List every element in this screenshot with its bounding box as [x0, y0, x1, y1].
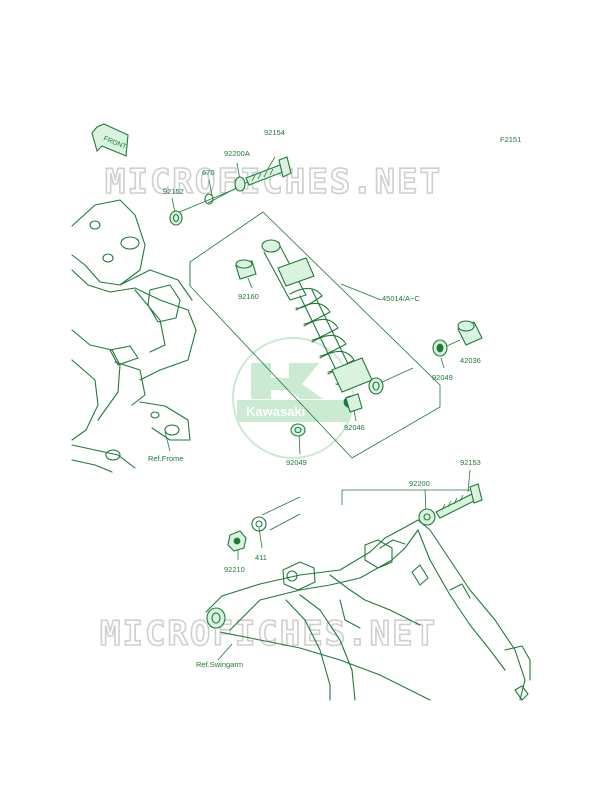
nut-92210	[227, 530, 247, 552]
washer-411	[251, 516, 267, 532]
figure-code: F2151	[500, 135, 521, 144]
label-92160: 92160	[238, 292, 259, 301]
label-92049-right: 92049	[432, 373, 453, 382]
washer-92200	[418, 508, 436, 526]
label-92152: 92152	[163, 187, 184, 196]
label-92049-lower: 92049	[286, 458, 307, 467]
label-92200A: 92200A	[224, 149, 250, 158]
label-92154: 92154	[264, 128, 285, 137]
swingarm-part	[205, 519, 531, 701]
label-42036: 42036	[460, 356, 481, 365]
frame-part	[71, 199, 197, 473]
washer-92200A	[234, 176, 246, 192]
label-92210: 92210	[224, 565, 245, 574]
collar-42036	[457, 320, 483, 346]
shock-absorber-45014	[261, 239, 384, 395]
leader-lines	[164, 156, 475, 661]
front-arrow-icon: FRONT	[91, 123, 129, 157]
kawasaki-logo-text: Kawasaki	[246, 404, 305, 419]
spacer-92152	[169, 210, 183, 226]
label-45014: 45014/A~C	[382, 294, 420, 303]
ring-670	[204, 193, 214, 205]
label-92200: 92200	[409, 479, 430, 488]
ref-swingarm-label: Ref.Swingarm	[196, 660, 243, 669]
swingarm-boundary	[269, 513, 301, 531]
bolt-92154	[245, 156, 292, 186]
bolt-92153	[435, 483, 483, 519]
bushing-92046	[343, 393, 363, 413]
label-92153: 92153	[460, 458, 481, 467]
label-92046: 92046	[344, 423, 365, 432]
label-670: 670	[202, 168, 215, 177]
label-411: 411	[255, 553, 267, 562]
watermark-bottom: MICROFICHES.NET	[100, 614, 437, 654]
collar-92160	[235, 259, 257, 280]
seal-92049-lower	[290, 423, 306, 437]
ref-frame-label: Ref.Frome	[148, 454, 183, 463]
